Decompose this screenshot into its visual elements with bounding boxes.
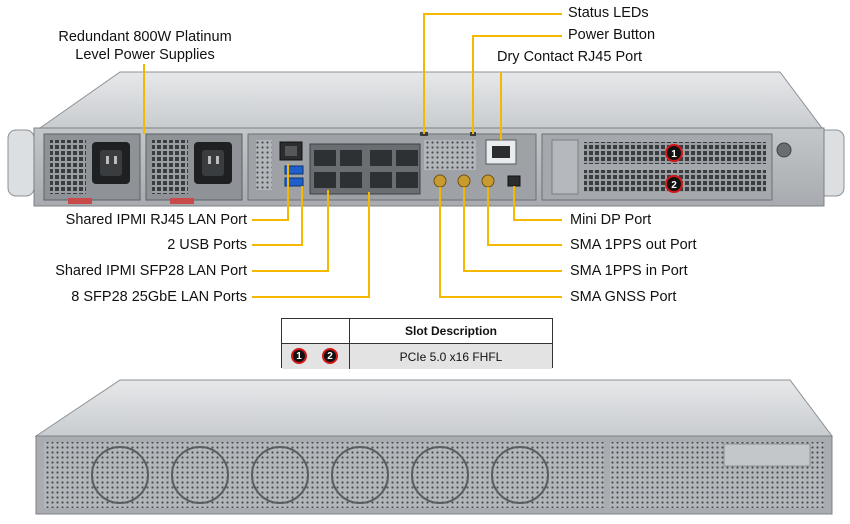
power-supply-1	[43, 133, 141, 204]
leader-status-leds	[423, 13, 562, 134]
leader-sma-in	[463, 187, 562, 272]
leader-sfp28	[252, 192, 370, 298]
usb-port-1	[284, 165, 304, 175]
leader-power-button	[472, 35, 562, 134]
slot-description-table: Slot Description 1 2 PCIe 5.0 x16 FHFL	[281, 318, 553, 369]
sfp28-cage	[309, 143, 421, 195]
slot-description: PCIe 5.0 x16 FHFL	[399, 349, 503, 364]
pcie-slots	[541, 133, 792, 201]
slot-1-badge: 1	[291, 348, 307, 364]
label-sma-gnss: SMA GNSS Port	[570, 289, 677, 305]
label-sma-in: SMA 1PPS in Port	[570, 263, 688, 279]
sma-gnss-connector	[433, 174, 447, 188]
label-dry-contact: Dry Contact RJ45 Port	[497, 49, 643, 65]
label-usb-ports: 2 USB Ports	[167, 237, 247, 253]
label-sma-out: SMA 1PPS out Port	[570, 237, 697, 253]
leader-mini-dp	[513, 186, 562, 221]
power-supply-2	[145, 133, 243, 204]
slot-table-row: 1 2 PCIe 5.0 x16 FHFL	[282, 343, 552, 369]
leader-lines	[143, 13, 562, 298]
slot-1-marker	[665, 144, 683, 162]
slot-table-header-blank	[282, 319, 350, 343]
slot-2-badge: 2	[322, 348, 338, 364]
label-power-supplies-line2: Level Power Supplies	[75, 47, 215, 63]
slot-table-header-row: Slot Description	[282, 319, 552, 343]
slot-2-marker-text: 2	[671, 180, 677, 191]
slot-table-badges: 1 2	[282, 344, 350, 369]
slot-table-header: Slot Description	[404, 324, 497, 338]
label-sfp28-ports: 8 SFP28 25GbE LAN Ports	[71, 289, 247, 305]
slot-2-marker	[665, 175, 683, 193]
label-status-leds: Status LEDs	[568, 5, 649, 21]
mini-dp-connector	[507, 175, 521, 187]
leader-ipmi-rj45	[252, 164, 289, 221]
leader-sma-out	[487, 187, 562, 246]
label-mini-dp: Mini DP Port	[570, 212, 652, 228]
label-ipmi-sfp28: Shared IPMI SFP28 LAN Port	[55, 263, 247, 279]
leader-ipmi-sfp28	[252, 190, 329, 272]
leader-usb	[252, 186, 303, 246]
sma-1pps-out-connector	[481, 174, 495, 188]
front-chassis	[34, 379, 833, 515]
label-power-supplies-line1: Redundant 800W Platinum	[58, 29, 232, 45]
label-ipmi-rj45: Shared IPMI RJ45 LAN Port	[65, 212, 247, 228]
usb-port-2	[284, 177, 304, 187]
rear-chassis: 1 2	[7, 71, 845, 207]
sma-1pps-in-connector	[457, 174, 471, 188]
label-power-button: Power Button	[568, 27, 656, 43]
slot-1-marker-text: 1	[671, 149, 677, 160]
leader-sma-gnss	[439, 187, 562, 298]
